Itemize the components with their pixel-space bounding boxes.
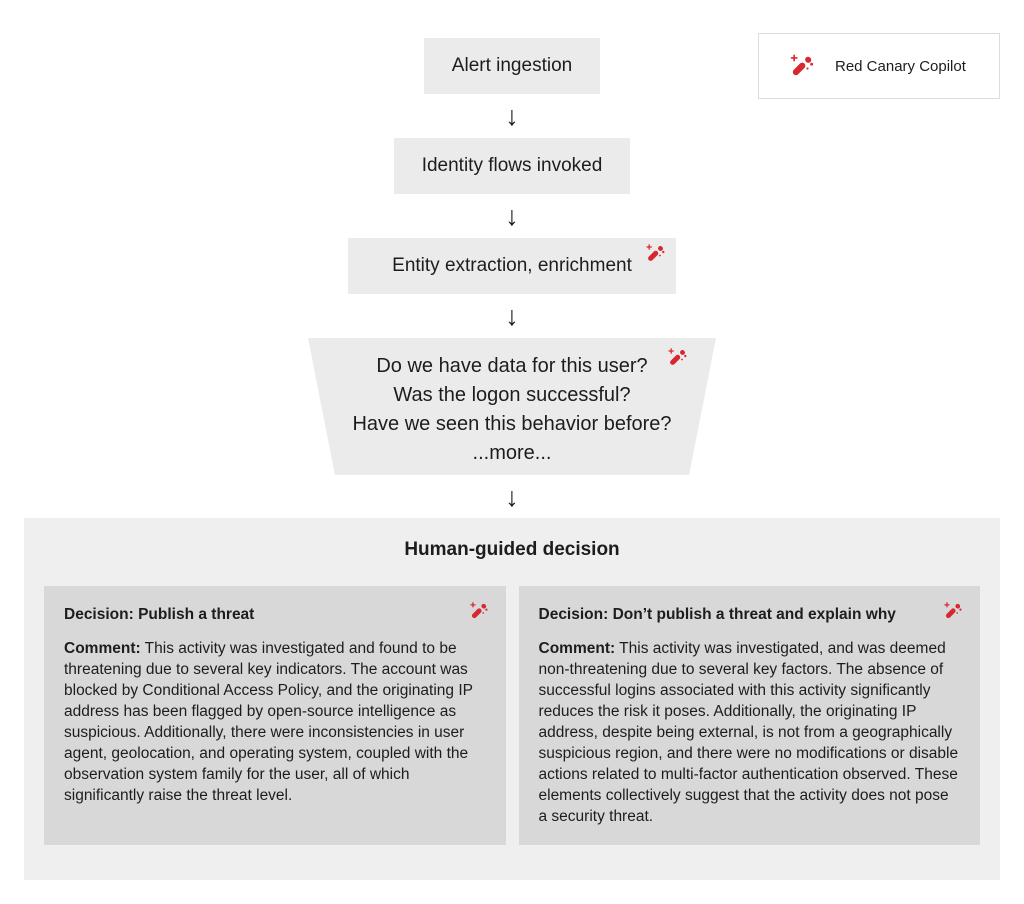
flow-step-identity-flows: Identity flows invoked bbox=[393, 138, 631, 194]
card-comment: Comment: This activity was investigated,… bbox=[539, 638, 961, 827]
decision-card-dont-publish-threat: Decision: Don’t publish a threat and exp… bbox=[518, 586, 980, 845]
magic-wand-icon bbox=[667, 347, 688, 368]
copilot-legend-label: Red Canary Copilot bbox=[835, 57, 966, 75]
human-guided-decision-panel: Human-guided decision Decision: Publish … bbox=[24, 518, 1000, 880]
flow-step-entity-extraction: Entity extraction, enrichment bbox=[348, 238, 676, 294]
copilot-legend: Red Canary Copilot bbox=[758, 33, 1000, 99]
card-decision-title: Decision: Don’t publish a threat and exp… bbox=[538, 606, 896, 623]
comment-text: This activity was investigated, and was … bbox=[538, 640, 959, 825]
flow-step-label: Entity extraction, enrichment bbox=[392, 255, 632, 276]
question-funnel: Do we have data for this user? Was the l… bbox=[308, 338, 716, 475]
down-arrow-icon: ↓ bbox=[505, 482, 519, 512]
comment-label: Comment: bbox=[538, 640, 616, 657]
magic-wand-icon bbox=[645, 243, 666, 264]
decision-cards: Decision: Publish a threat Comment: This… bbox=[44, 586, 980, 845]
comment-text: This activity was investigated and found… bbox=[64, 640, 473, 804]
card-decision-title: Decision: Publish a threat bbox=[64, 606, 255, 623]
flow-step-alert-ingestion: Alert ingestion bbox=[423, 38, 601, 94]
decision-card-publish-threat: Decision: Publish a threat Comment: This… bbox=[44, 586, 506, 845]
funnel-question-line: Have we seen this behavior before? bbox=[352, 413, 672, 435]
flow-step-label: Alert ingestion bbox=[451, 55, 573, 76]
alert-flowchart: Alert ingestion ↓ Identity flows invoked… bbox=[308, 38, 716, 512]
card-comment: Comment: This activity was investigated … bbox=[64, 638, 486, 806]
funnel-question-line: ...more... bbox=[472, 442, 552, 464]
down-arrow-icon: ↓ bbox=[505, 301, 519, 331]
magic-wand-icon bbox=[469, 601, 489, 621]
down-arrow-icon: ↓ bbox=[505, 101, 519, 131]
flow-step-label: Identity flows invoked bbox=[421, 155, 603, 176]
comment-label: Comment: bbox=[64, 640, 141, 657]
funnel-question-line: Was the logon successful? bbox=[393, 384, 631, 406]
magic-wand-icon bbox=[943, 601, 963, 621]
decision-panel-title: Human-guided decision bbox=[404, 539, 620, 560]
funnel-question-line: Do we have data for this user? bbox=[376, 355, 648, 377]
down-arrow-icon: ↓ bbox=[505, 201, 519, 231]
